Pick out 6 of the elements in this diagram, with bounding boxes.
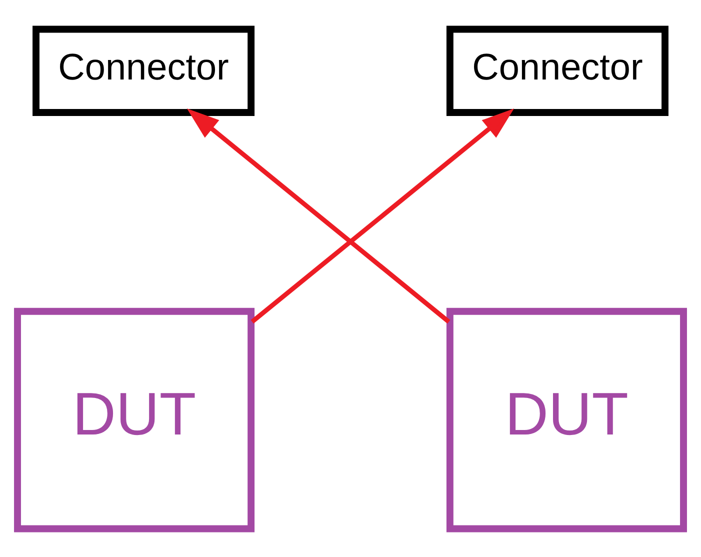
node-box: Connector [32,25,255,116]
node-box: Connector [446,25,668,116]
node-box: DUT [14,307,255,532]
arrow [186,108,450,324]
node-box: DUT [446,307,687,532]
arrow [250,108,514,324]
